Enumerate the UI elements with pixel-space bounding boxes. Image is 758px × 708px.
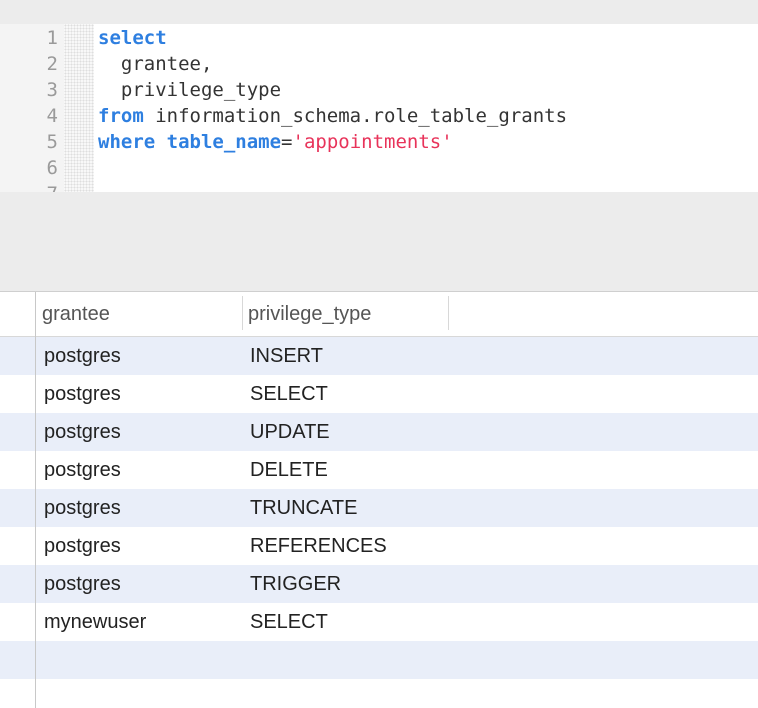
code-token: grantee, — [98, 53, 213, 75]
table-row[interactable]: postgres UPDATE — [0, 413, 758, 451]
code-line[interactable]: from information_schema.role_table_grant… — [98, 103, 567, 129]
cell-privilege-type[interactable]: SELECT — [250, 383, 328, 405]
cell-privilege-type[interactable]: DELETE — [250, 459, 328, 481]
cell-grantee[interactable]: postgres — [44, 459, 121, 481]
splitter-line — [0, 291, 758, 292]
column-header-grantee[interactable]: grantee — [42, 303, 110, 325]
column-separator[interactable] — [242, 296, 243, 330]
cell-grantee[interactable]: postgres — [44, 573, 121, 595]
table-row[interactable]: postgres TRUNCATE — [0, 489, 758, 527]
code-line[interactable]: privilege_type — [98, 77, 567, 103]
line-number-gutter — [0, 24, 64, 192]
table-row[interactable]: postgres REFERENCES — [0, 527, 758, 565]
code-line[interactable] — [98, 181, 567, 192]
cell-grantee[interactable]: postgres — [44, 535, 121, 557]
line-numbers: 1 2 3 4 5 6 7 — [0, 25, 58, 192]
keyword-token: from — [98, 105, 144, 127]
line-number: 5 — [46, 131, 58, 153]
panel-splitter[interactable] — [0, 192, 758, 291]
table-row[interactable]: mynewuser SELECT — [0, 603, 758, 641]
line-number: 1 — [46, 27, 58, 49]
line-number: 3 — [46, 79, 58, 101]
keyword-token: table_name — [166, 131, 282, 153]
cell-grantee[interactable]: postgres — [44, 345, 121, 367]
empty-row[interactable] — [0, 641, 758, 679]
cell-privilege-type[interactable]: TRUNCATE — [250, 497, 358, 519]
code-line[interactable]: select — [98, 25, 567, 51]
results-header: grantee privilege_type — [0, 292, 758, 337]
cell-grantee[interactable]: postgres — [44, 421, 121, 443]
keyword-token: where — [98, 131, 156, 153]
code-token: privilege_type — [98, 79, 282, 101]
column-separator[interactable] — [448, 296, 449, 330]
row-header-divider — [35, 292, 36, 708]
cell-privilege-type[interactable]: TRIGGER — [250, 573, 342, 595]
keyword-token: select — [98, 27, 167, 49]
cell-privilege-type[interactable]: INSERT — [250, 345, 323, 367]
code-token: information_schema.role_table_grants — [143, 105, 568, 127]
cell-privilege-type[interactable]: REFERENCES — [250, 535, 387, 557]
code-line[interactable]: where table_name='appointments' — [98, 129, 567, 155]
cell-privilege-type[interactable]: UPDATE — [250, 421, 330, 443]
editor-toolbar — [0, 0, 758, 24]
cell-grantee[interactable]: postgres — [44, 497, 121, 519]
table-row[interactable]: postgres INSERT — [0, 337, 758, 375]
cell-grantee[interactable]: postgres — [44, 383, 121, 405]
cell-grantee[interactable]: mynewuser — [44, 611, 147, 633]
code-token — [155, 131, 166, 153]
code-line[interactable] — [98, 155, 567, 181]
column-header-privilege-type[interactable]: privilege_type — [248, 303, 372, 325]
code-token: = — [281, 131, 293, 153]
table-row[interactable]: postgres SELECT — [0, 375, 758, 413]
line-number: 7 — [0, 181, 58, 192]
gutter-fold-area — [64, 24, 94, 192]
table-row[interactable]: postgres TRIGGER — [0, 565, 758, 603]
table-row[interactable]: postgres DELETE — [0, 451, 758, 489]
line-number: 6 — [46, 157, 58, 179]
cell-privilege-type[interactable]: SELECT — [250, 611, 328, 633]
sql-editor[interactable]: 1234567 select grantee, privilege_typefr… — [0, 24, 758, 192]
code-line[interactable]: grantee, — [98, 51, 567, 77]
line-number: 4 — [46, 105, 58, 127]
string-token: 'appointments' — [292, 131, 453, 153]
line-number: 2 — [46, 53, 58, 75]
